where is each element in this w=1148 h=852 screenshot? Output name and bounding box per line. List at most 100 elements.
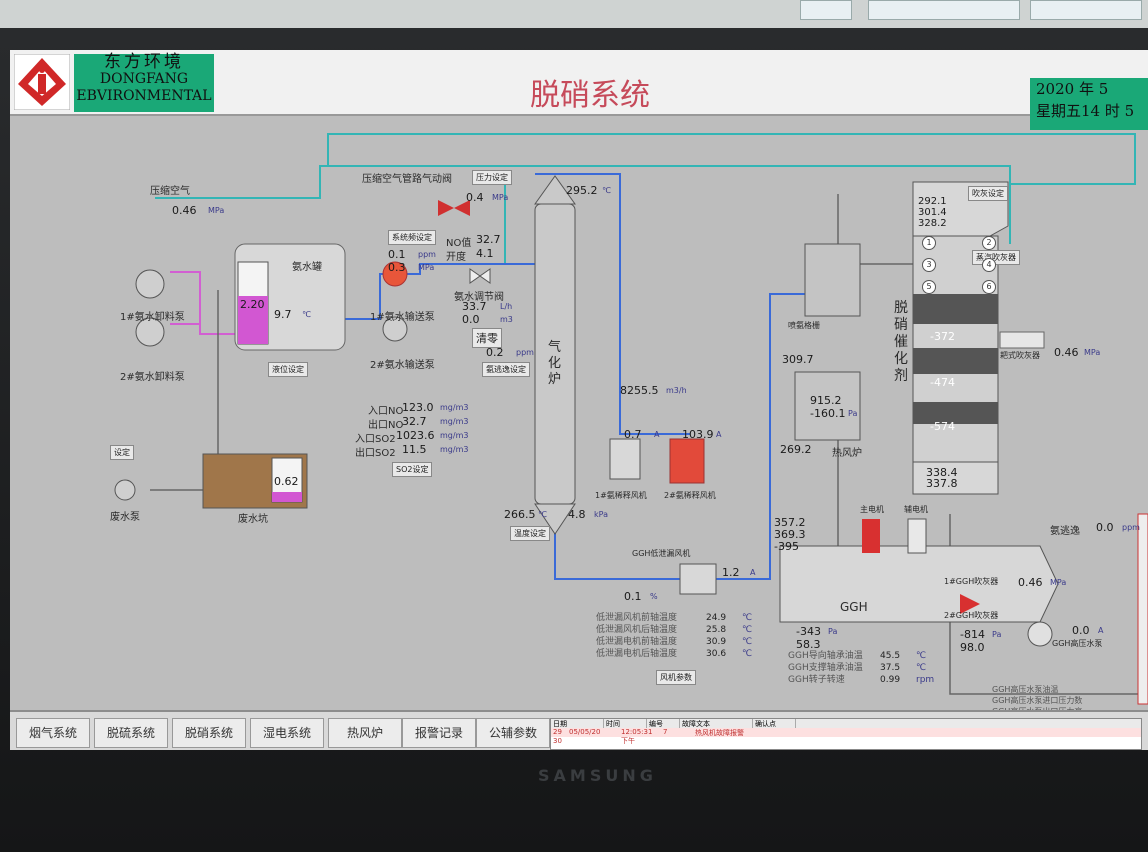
dilution-fan-1-icon: [609, 438, 641, 480]
ggh-valve-unit: %: [650, 592, 658, 601]
level-set-button[interactable]: 液位设定: [268, 362, 308, 377]
param-value: 30.6: [706, 649, 727, 659]
param-label: GGH支撑轴承油温: [788, 663, 863, 673]
company-logo-icon: [14, 54, 70, 110]
param-value: 25.8: [706, 625, 727, 635]
alarm-header-cell[interactable]: 确认点: [753, 719, 796, 728]
ggh-bottom-pressure-unit: Pa: [828, 627, 838, 636]
waste-set-button[interactable]: 设定: [110, 445, 134, 460]
param-label: 低泄漏电机后轴温度: [596, 649, 678, 659]
leak-fan-icon: [679, 563, 717, 595]
alarm-header-cell[interactable]: 日期: [551, 719, 604, 728]
ggh-in-temp-2: 369.3: [774, 528, 806, 541]
reactor-top-temp-2: 301.4: [918, 207, 947, 218]
heater-temp-2: -160.1: [810, 407, 846, 420]
waste-pump-label: 废水泵: [110, 512, 140, 523]
param-label: GGH导向轴承油温: [788, 651, 863, 661]
pump1-label: 1#氨水卸料泵: [120, 312, 185, 323]
param-unit: ℃: [916, 651, 927, 661]
temp-set-button[interactable]: 温度设定: [510, 526, 550, 541]
flow-value: 33.7: [462, 300, 487, 313]
pump-pressure-2-unit: MPa: [418, 263, 435, 272]
air-line: [155, 165, 1011, 244]
sootblow-set-button[interactable]: 吹灰设定: [968, 186, 1008, 201]
fan-params-button[interactable]: 风机参数: [656, 670, 696, 685]
alarm-header-cell[interactable]: 编号: [647, 719, 680, 728]
inlet-no-label: 入口NO: [368, 406, 404, 417]
catalyst-label: 脱硝催化剂: [894, 300, 908, 384]
compressed-air-unit: MPa: [208, 206, 225, 215]
tank-level-value: 2.20: [240, 298, 265, 311]
ggh-blower-pressure: 0.46: [1018, 576, 1043, 589]
clear-button[interactable]: 清零: [472, 328, 502, 348]
hmi-screen: 东方环境 DONGFANG EBVIRONMENTAL 脱硝系统 2020 年 …: [10, 50, 1148, 750]
alarm-cell: 热风机故障报警: [695, 729, 744, 737]
alarm-cell: 05/05/20: [569, 728, 601, 736]
waste-pump-icon: [114, 479, 136, 501]
steam-blower-button[interactable]: 蒸汽吹灰器: [972, 250, 1020, 265]
compressed-air-value: 0.46: [172, 204, 197, 217]
pressure-set-button[interactable]: 压力设定: [472, 170, 512, 185]
alarm-row[interactable]: 30: [551, 737, 1141, 746]
nav-denitrification[interactable]: 脱硝系统: [172, 718, 246, 748]
header-bar: 东方环境 DONGFANG EBVIRONMENTAL 脱硝系统: [10, 50, 1148, 116]
param-label: 低泄漏电机前轴温度: [596, 637, 678, 647]
dilution-fan-2-icon: [669, 438, 705, 484]
inlet-so2-unit: mg/m3: [440, 431, 469, 440]
brand-block: 东方环境 DONGFANG EBVIRONMENTAL: [74, 54, 214, 112]
waste-pit-level: 0.62: [274, 475, 299, 488]
background-wall: [0, 0, 1148, 28]
frequency-set-button[interactable]: 系统频设定: [388, 230, 436, 245]
hp-pump-current: 0.0: [1072, 624, 1090, 637]
catalyst-layer-2: [913, 348, 998, 374]
nav-alarm-log[interactable]: 报警记录: [402, 718, 476, 748]
no-value: 32.7: [476, 233, 501, 246]
feed-pump-2-icon: [382, 316, 408, 342]
pump-pressure-2: 0.3: [388, 261, 406, 274]
alarm-header-cell[interactable]: 时间: [604, 719, 647, 728]
heater-unit: Pa: [848, 409, 858, 418]
nav-wet-esp[interactable]: 湿电系统: [250, 718, 324, 748]
air-valve-icon: [438, 200, 454, 216]
heater-temp-1: 915.2: [810, 394, 842, 407]
pump2-label: 2#氨水卸料泵: [120, 372, 185, 383]
alarm-header-cell[interactable]: 故障文本: [680, 719, 753, 728]
ammonia-set-button[interactable]: 氨逃逸设定: [482, 362, 530, 377]
date-time-box: 2020 年 5 星期五14 时 5: [1030, 78, 1148, 130]
param-value: 37.5: [880, 663, 901, 673]
catalyst-layer-3: [913, 402, 998, 424]
nav-utility-params[interactable]: 公辅参数: [476, 718, 550, 748]
tank-label: 氨水罐: [292, 262, 322, 273]
ggh-right-pressure: -814: [960, 628, 985, 641]
reactor-bottom-temp-1: 338.4: [926, 466, 958, 479]
ggh-valve-value: 0.1: [624, 590, 642, 603]
brand-en-2: EBVIRONMENTAL: [76, 88, 212, 104]
vaporizer-top: [534, 175, 576, 205]
background-window: [1030, 0, 1142, 20]
alarm-header-row: 日期时间编号故障文本确认点: [551, 719, 1141, 728]
tank-temp-unit: ℃: [302, 310, 311, 319]
so2-set-button[interactable]: SO2设定: [392, 462, 433, 477]
outlet-no-value: 32.7: [402, 415, 427, 428]
tank-temp-value: 9.7: [274, 308, 292, 321]
rake-blower-pressure: 0.46: [1054, 346, 1079, 359]
ggh-right-temp: 98.0: [960, 641, 985, 654]
nav-flue-gas[interactable]: 烟气系统: [16, 718, 90, 748]
dilution-flow-value: 8255.5: [620, 384, 659, 397]
air-valve-label: 压缩空气管路气动阀: [362, 174, 452, 185]
outlet-no-unit: mg/m3: [440, 417, 469, 426]
nav-desulfurization[interactable]: 脱硫系统: [94, 718, 168, 748]
ggh-bottom-temp: 58.3: [796, 638, 821, 651]
alarm-cell: [619, 737, 661, 746]
reactor-p3: -574: [930, 420, 955, 433]
opening-value: 4.1: [476, 247, 494, 260]
nav-hot-air-furnace[interactable]: 热风炉: [328, 718, 402, 748]
param-unit: ℃: [742, 625, 753, 635]
nav-bar: 烟气系统 脱硫系统 脱硝系统 湿电系统 热风炉 报警记录 公辅参数 日期时间编号…: [10, 710, 1148, 750]
ammonia-escape-value: 0.0: [1096, 521, 1114, 534]
time-line: 星期五14 时 5: [1036, 102, 1135, 120]
